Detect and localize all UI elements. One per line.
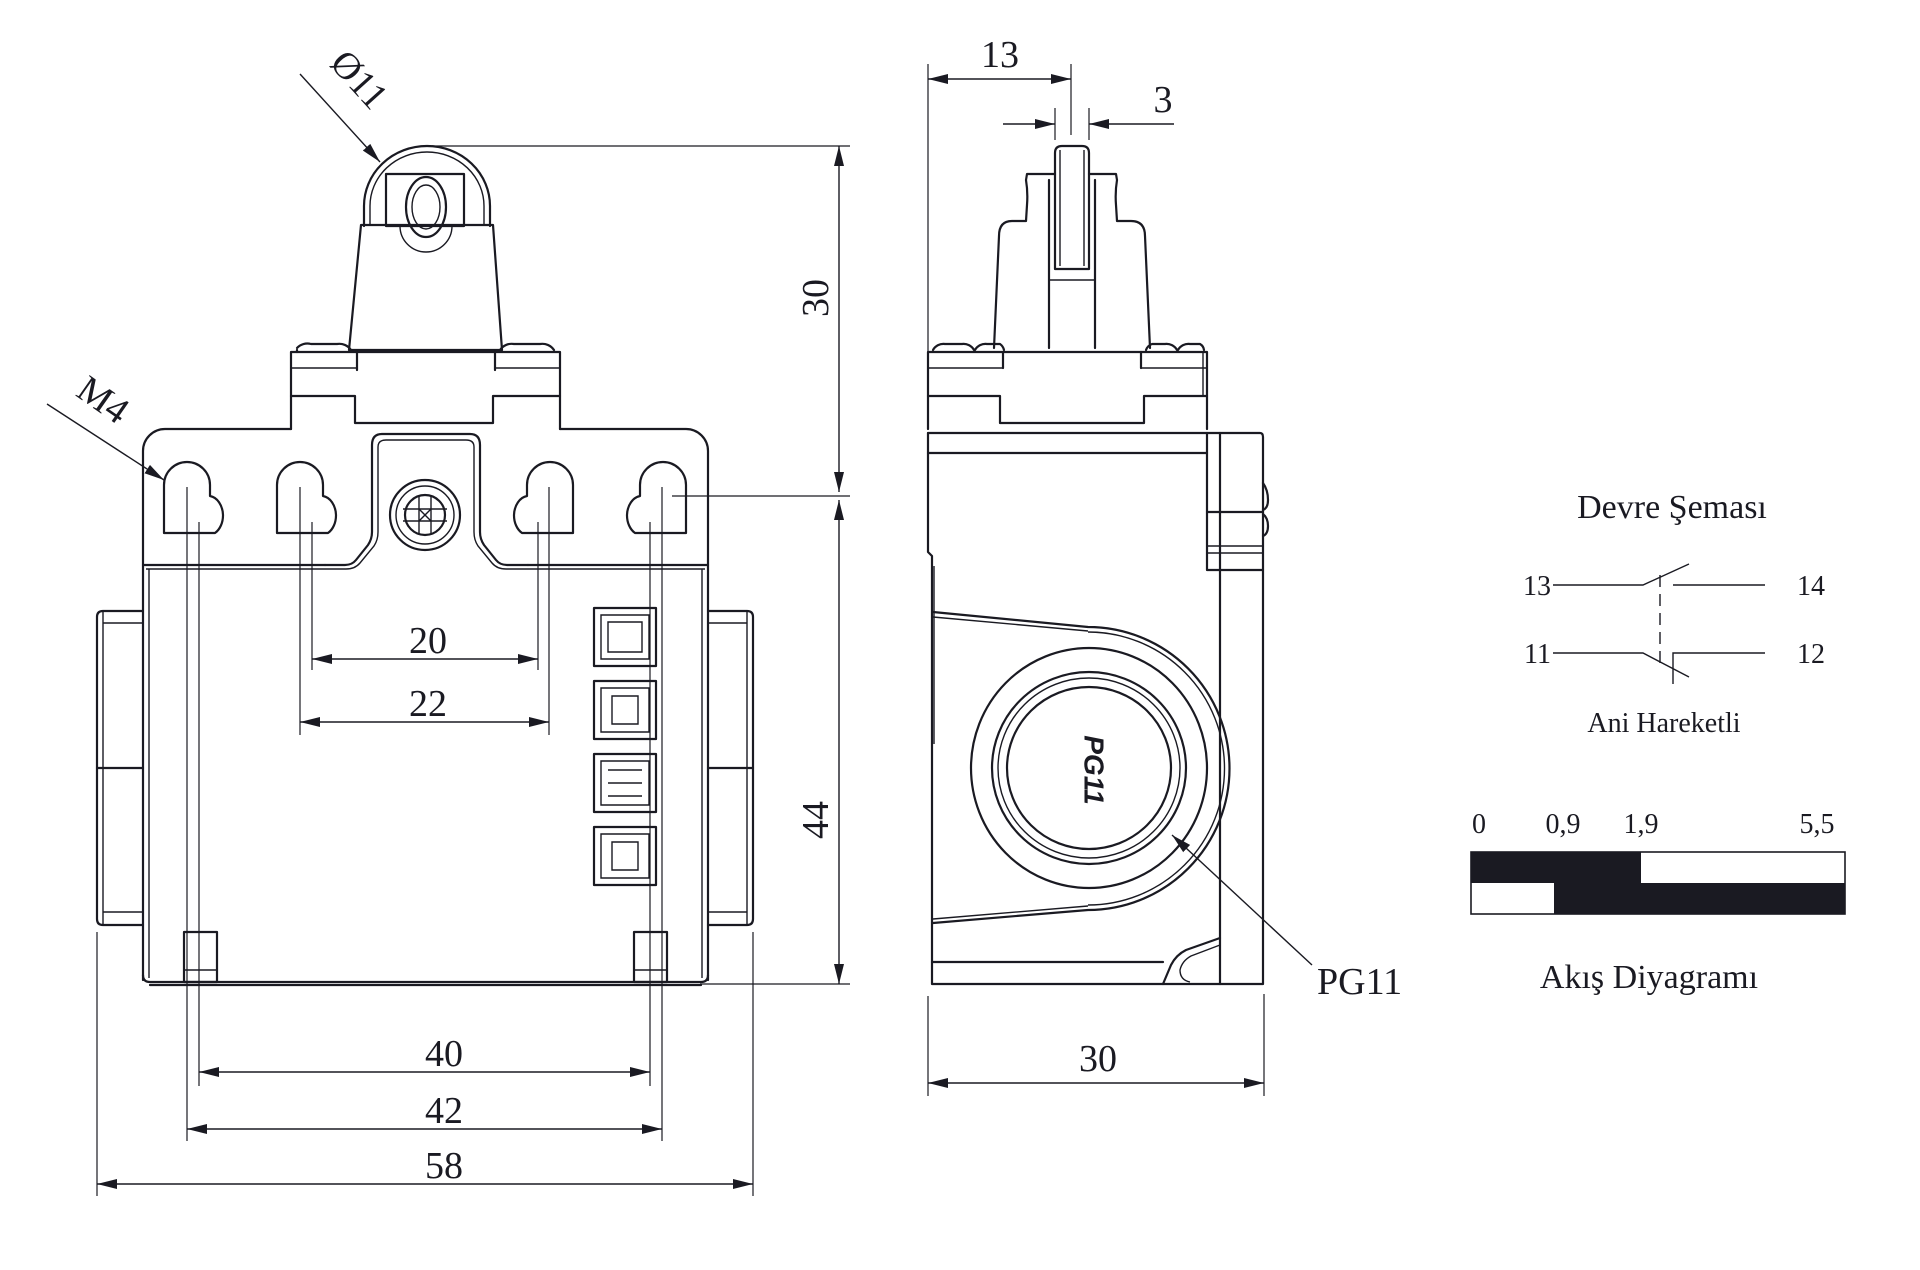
dim-label-30-depth: 30 (1079, 1038, 1117, 1080)
flow-scale-label: 5,5 (1800, 809, 1835, 840)
mount-hole (275, 460, 338, 535)
circuit-title: Devre Şeması (1577, 489, 1767, 526)
head-clamp (289, 342, 562, 431)
terminal-11: 11 (1524, 639, 1551, 670)
flow-scale-label: 0,9 (1546, 809, 1581, 840)
side-bottom-notch (1161, 936, 1222, 986)
terminal-12: 12 (1797, 639, 1825, 670)
dim-label-22: 22 (409, 683, 447, 725)
switch-body (141, 569, 710, 987)
mount-hole (625, 460, 688, 535)
dim-label-13: 13 (981, 34, 1019, 76)
flow-segment-closed (1471, 852, 1641, 883)
dim-label-20: 20 (409, 620, 447, 662)
terminal-14: 14 (1797, 571, 1825, 602)
flow-diagram-title: Akış Diyagramı (1540, 959, 1758, 996)
dim-label-58: 58 (425, 1145, 463, 1187)
side-view: PG11 13 3 30 PG11 (926, 34, 1402, 1096)
gland-housing: PG11 (931, 610, 1231, 925)
terminal-13: 13 (1523, 571, 1551, 602)
dim-label-30-height: 30 (795, 279, 837, 317)
flow-segment-open (1641, 852, 1845, 883)
dim-label-44-height: 44 (795, 801, 837, 839)
dim-label-3: 3 (1154, 79, 1173, 121)
leader-pg11 (1171, 834, 1313, 966)
flow-scale-label: 1,9 (1624, 809, 1659, 840)
side-cover (1205, 431, 1270, 572)
nc-contact (1553, 652, 1690, 678)
front-view: 20 22 40 42 58 30 44 Ø11 M4 (46, 42, 850, 1196)
mount-hole (512, 460, 575, 535)
no-contact (1553, 563, 1690, 586)
side-body (926, 431, 1265, 986)
mount-hole (162, 460, 225, 535)
side-boss-left (95, 609, 145, 927)
extension-lines (96, 145, 850, 1196)
side-boss-right (706, 609, 755, 927)
dim-label-40: 40 (425, 1033, 463, 1075)
flow-segment-open (1471, 883, 1554, 914)
flow-diagram: 0 0,9 1,9 5,5 (1470, 809, 1846, 915)
flow-scale-label: 0 (1472, 809, 1486, 840)
mounting-holes (162, 460, 688, 535)
actuator-lever (347, 223, 504, 352)
pg11-callout-label: PG11 (1317, 961, 1402, 1003)
leader-m4 (46, 403, 165, 481)
side-roller (1053, 144, 1091, 271)
emas-logo (592, 606, 658, 887)
side-head-clamp (926, 342, 1209, 431)
roller (362, 144, 492, 239)
circuit-subtitle: Ani Hareketli (1587, 708, 1740, 739)
dim-label-42: 42 (425, 1090, 463, 1132)
side-actuator (992, 172, 1152, 350)
dim-label-diameter: Ø11 (322, 42, 396, 118)
flow-segment-closed (1554, 883, 1845, 914)
foot-tabs (182, 930, 669, 984)
leader-diameter (299, 73, 381, 163)
dim-label-m4: M4 (69, 368, 136, 433)
flow-diagram-frame (1470, 851, 1846, 915)
gland-emboss-text: PG11 (1079, 735, 1110, 805)
cover-screw (388, 478, 462, 552)
circuit-diagram: Devre Şeması 13 14 11 12 Ani Hareketli (1523, 489, 1825, 739)
gland-outer-ring (969, 646, 1209, 890)
mounting-plate (141, 427, 710, 982)
